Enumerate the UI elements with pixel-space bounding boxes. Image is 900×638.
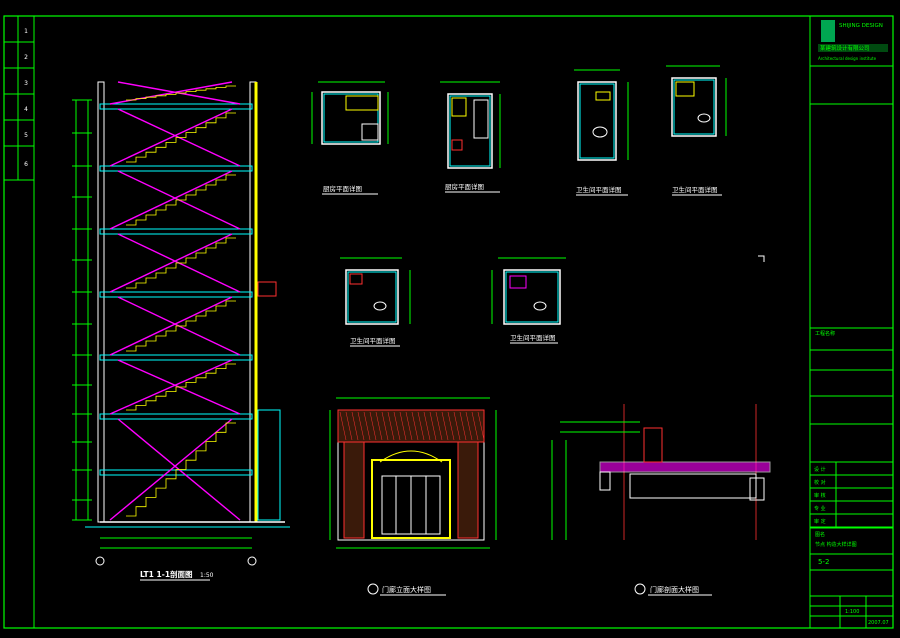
bath-plan-c: 卫生间平面详图: [340, 257, 411, 347]
stair-steps: [126, 174, 236, 226]
bath-plan-a: 卫生间平面详图: [574, 69, 629, 196]
kitchen-plan-b: 厨房平面详图: [440, 81, 501, 193]
title-block-row-label: 审 核: [814, 492, 826, 499]
hatch-line: [465, 411, 473, 441]
title-block-row-label: 设 计: [814, 466, 826, 473]
firm-logo-text: SHIJING DESIGN: [839, 23, 883, 29]
hatch-line: [417, 411, 425, 441]
hatch-line: [447, 411, 455, 441]
stair-flight-up: [109, 233, 233, 293]
hatch-line: [393, 411, 401, 441]
hatch-line: [435, 411, 443, 441]
stair-flight-up: [109, 296, 233, 356]
left-revision-strip: 1 2 3 4 5 6: [4, 16, 34, 181]
hatch-line: [387, 411, 395, 441]
kitchen-b-title: 厨房平面详图: [445, 182, 484, 191]
bath-c-title: 卫生间平面详图: [350, 336, 396, 345]
strip-cell-2: 2: [24, 54, 28, 61]
stair-steps: [126, 237, 236, 289]
entrance-elevation: 门廊立面大样图: [329, 397, 497, 596]
firm-name-cn: 某建筑设计有限公司: [820, 44, 870, 52]
scale-value: 1:100: [845, 609, 859, 615]
stair-steps: [126, 112, 236, 163]
hatch-line: [339, 411, 347, 441]
floor-slab: [99, 354, 253, 361]
kitchen-plan-a: 厨房平面详图: [311, 81, 389, 195]
stair-flight-up: [109, 418, 233, 521]
sheet-code: 5-2: [818, 558, 829, 566]
stair-flight-up: [109, 108, 233, 167]
bath-plan-d: 卫生间平面详图: [491, 257, 566, 344]
hatch-line: [345, 411, 353, 441]
hatch-line: [363, 411, 371, 441]
entrance-sect-title: 门廊剖面大样图: [650, 585, 699, 594]
kitchen-a-title: 厨房平面详图: [323, 184, 362, 193]
strip-cell-4: 4: [24, 106, 28, 113]
hatch-line: [423, 411, 431, 441]
hatch-line: [381, 411, 389, 441]
strip-cell-1: 1: [24, 28, 28, 35]
inner-frame: [33, 15, 811, 629]
hatch-line: [405, 411, 413, 441]
hatch-line: [399, 411, 407, 441]
date-value: 2007.07: [868, 620, 889, 626]
stair-flight-up: [109, 170, 233, 230]
bath-d-title: 卫生间平面详图: [510, 333, 556, 342]
hatch-line: [441, 411, 449, 441]
stair-steps: [126, 363, 236, 411]
strip-cell-5: 5: [24, 132, 28, 139]
firm-logo: [821, 20, 835, 42]
title-block-row-label: 审 定: [814, 518, 826, 525]
floor-slab: [99, 228, 253, 235]
entrance-section: 门廊剖面大样图: [551, 404, 771, 596]
floor-slab: [99, 413, 253, 420]
title-block: SHIJING DESIGN 某建筑设计有限公司 Architectural d…: [809, 15, 894, 629]
floor-slab: [99, 165, 253, 172]
stair-flight-up: [109, 359, 233, 415]
stair-steps: [126, 85, 236, 101]
hatch-line: [471, 411, 479, 441]
hatch-line: [369, 411, 377, 441]
drawing-title: 节点 构造大样详图: [815, 541, 857, 548]
strip-cell-6: 6: [24, 161, 28, 168]
hatch-line: [429, 411, 437, 441]
stair-steps: [126, 422, 236, 517]
stair-section-title: LT1 1-1剖面图: [140, 569, 193, 579]
title-block-row-label: 专 业: [814, 505, 826, 512]
floor-slab: [99, 291, 253, 298]
firm-name-en: Architectural design institute: [818, 56, 877, 61]
hatch-line: [453, 411, 461, 441]
hatch-line: [459, 411, 467, 441]
stair-steps: [126, 300, 236, 352]
drawing-label: 图名: [815, 531, 825, 538]
strip-cell-3: 3: [24, 80, 28, 87]
entrance-elev-title: 门廊立面大样图: [382, 585, 431, 594]
hatch-line: [375, 411, 383, 441]
bath-plan-b: 卫生间平面详图: [666, 65, 727, 196]
hatch-line: [351, 411, 359, 441]
hatch-line: [357, 411, 365, 441]
hatch-line: [477, 411, 485, 441]
bath-a-title: 卫生间平面详图: [576, 185, 622, 194]
bath-b-title: 卫生间平面详图: [672, 185, 718, 194]
stair-flight-up: [109, 81, 233, 105]
project-label: 工程名称: [815, 330, 835, 337]
stair-section-scale: 1:50: [200, 572, 214, 579]
stair-section-drawing: LT1 1-1剖面图 1:50: [72, 81, 290, 581]
hatch-line: [411, 411, 419, 441]
title-block-row-label: 校 对: [814, 479, 826, 486]
floor-slab: [99, 103, 253, 110]
